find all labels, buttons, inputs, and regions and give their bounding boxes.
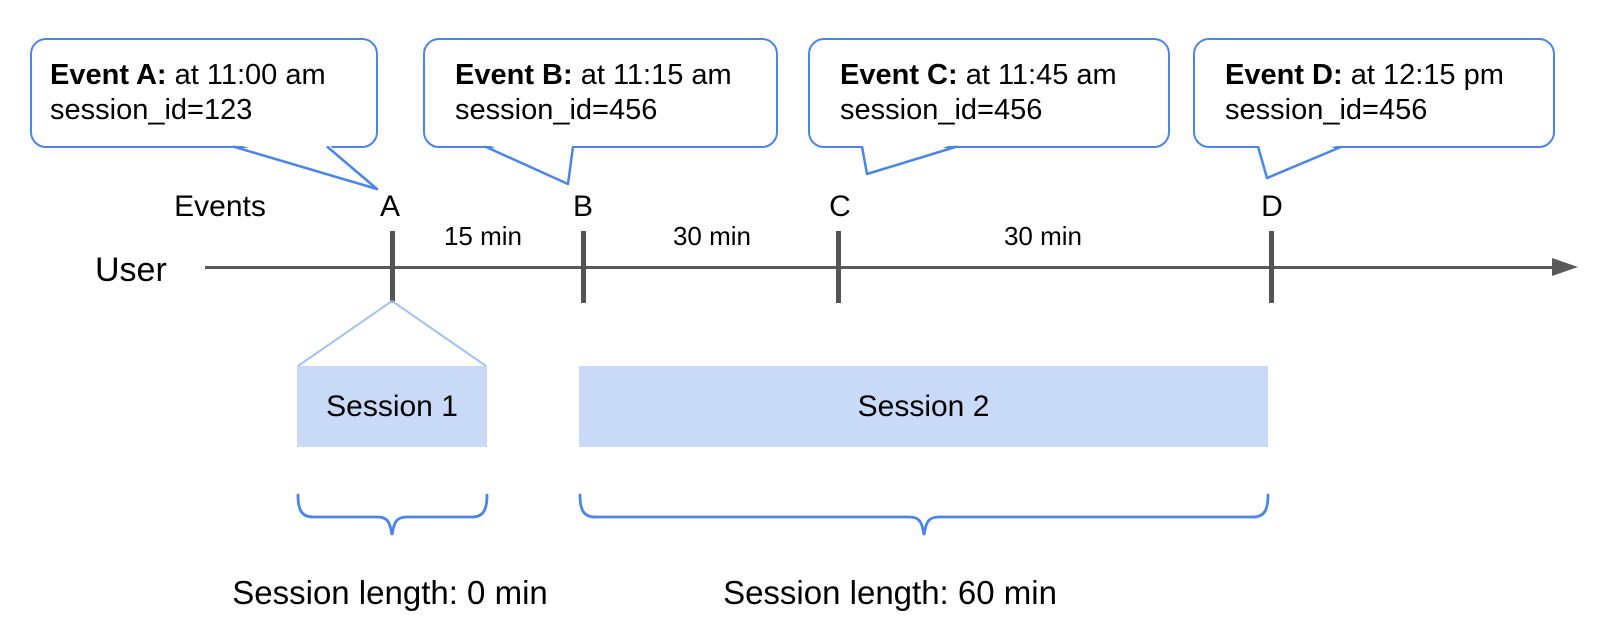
callout-event-a-line1: Event A: at 11:00 am — [50, 58, 376, 93]
event-tick-c — [836, 231, 841, 303]
callout-event-c-session-id: session_id=456 — [840, 94, 1043, 126]
callout-tail-d — [1256, 143, 1343, 180]
session-2-brace — [578, 493, 1270, 536]
session-2-length-label: Session length: 60 min — [723, 574, 1057, 611]
event-tick-b — [581, 231, 586, 303]
session-1-label: Session 1 — [326, 389, 458, 423]
interval-label-ab: 15 min — [443, 221, 523, 251]
callout-event-a-title: Event A: — [50, 59, 167, 91]
interval-label-cd: 30 min — [1003, 221, 1083, 251]
callout-event-b-time: at 11:15 am — [572, 59, 732, 91]
event-mark-d: D — [1261, 190, 1283, 223]
session-1-funnel — [297, 300, 487, 367]
timeline-axis — [205, 266, 1557, 269]
callout-event-b-session-id: session_id=456 — [455, 94, 658, 126]
callout-event-d-title: Event D: — [1225, 59, 1343, 91]
timeline-arrowhead-icon — [1552, 258, 1578, 276]
callout-event-d: Event D: at 12:15 pm session_id=456 — [1193, 38, 1555, 148]
session-1-brace — [296, 493, 489, 536]
callout-event-c-line1: Event C: at 11:45 am — [840, 58, 1168, 93]
callout-event-a-session-id: session_id=123 — [50, 94, 253, 126]
callout-event-c-title: Event C: — [840, 59, 958, 91]
session-1-length-label: Session length: 0 min — [232, 574, 548, 611]
event-mark-c: C — [829, 190, 851, 223]
callout-event-c: Event C: at 11:45 am session_id=456 — [808, 38, 1170, 148]
session-2-label: Session 2 — [857, 389, 990, 423]
callout-event-d-time: at 12:15 pm — [1342, 59, 1504, 91]
events-row-label: Events — [174, 190, 266, 223]
event-mark-a: A — [379, 190, 401, 223]
callout-event-d-line1: Event D: at 12:15 pm — [1225, 58, 1553, 93]
callout-tail-a — [232, 143, 379, 191]
callout-tail-b — [484, 143, 575, 186]
callout-event-b-line1: Event B: at 11:15 am — [455, 58, 776, 93]
callout-event-b-title: Event B: — [455, 59, 573, 91]
callout-event-a: Event A: at 11:00 am session_id=123 — [30, 38, 378, 148]
callout-event-b: Event B: at 11:15 am session_id=456 — [423, 38, 778, 148]
session-2-box: Session 2 — [579, 366, 1268, 447]
event-tick-d — [1269, 231, 1274, 303]
interval-label-bc: 30 min — [672, 221, 752, 251]
callout-event-d-session-id: session_id=456 — [1225, 94, 1428, 126]
event-mark-b: B — [572, 190, 594, 223]
axis-label-user: User — [95, 251, 167, 289]
event-tick-a — [390, 231, 395, 303]
callout-event-c-time: at 11:45 am — [957, 59, 1117, 91]
session-1-box: Session 1 — [297, 366, 487, 447]
callout-event-a-time: at 11:00 am — [166, 59, 326, 91]
